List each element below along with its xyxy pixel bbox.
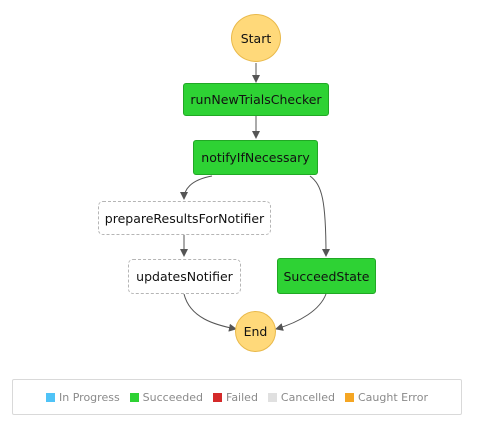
legend-item-succeeded: Succeeded — [129, 390, 203, 404]
state-label: notifyIfNecessary — [201, 150, 310, 165]
end-node-label: End — [243, 324, 268, 339]
legend-label: Succeeded — [142, 390, 203, 404]
legend-label: Caught Error — [358, 390, 428, 404]
state-updatesNotifier[interactable]: updatesNotifier — [128, 259, 241, 294]
edge-succeed-to-end — [275, 293, 327, 331]
legend-item-cancelled: Cancelled — [267, 390, 335, 404]
state-runNewTrialsChecker[interactable]: runNewTrialsChecker — [183, 83, 329, 116]
state-SucceedState[interactable]: SucceedState — [277, 258, 376, 294]
legend-swatch-succeeded — [129, 392, 139, 402]
start-node-label: Start — [240, 30, 272, 46]
state-label: SucceedState — [283, 268, 370, 284]
edge-updates-to-end — [183, 293, 237, 332]
legend-label: In Progress — [59, 390, 120, 404]
edge-notify-to-prepare — [180, 175, 213, 200]
legend-swatch-in-progress — [46, 392, 56, 402]
legend-swatch-cancelled — [267, 392, 277, 402]
legend-item-in-progress: In Progress — [46, 391, 120, 404]
legend-swatch-caught-error — [345, 392, 354, 402]
legend-label: Failed — [226, 390, 258, 404]
start-node[interactable]: Start — [231, 14, 281, 62]
state-label: updatesNotifier — [136, 269, 233, 284]
edge-notify-to-succeed — [309, 175, 330, 257]
state-prepareResultsForNotifier[interactable]: prepareResultsForNotifier — [98, 201, 271, 235]
legend-item-caught-error: Caught Error — [345, 391, 428, 404]
status-legend: In Progress Succeeded Failed Cancelled C… — [12, 379, 462, 415]
state-label: prepareResultsForNotifier — [104, 210, 265, 226]
state-label: runNewTrialsChecker — [190, 92, 322, 107]
legend-item-failed: Failed — [213, 391, 258, 404]
end-node[interactable]: End — [235, 311, 276, 352]
state-notifyIfNecessary[interactable]: notifyIfNecessary — [193, 140, 318, 175]
legend-swatch-failed — [213, 392, 222, 402]
legend-label: Cancelled — [280, 390, 335, 404]
